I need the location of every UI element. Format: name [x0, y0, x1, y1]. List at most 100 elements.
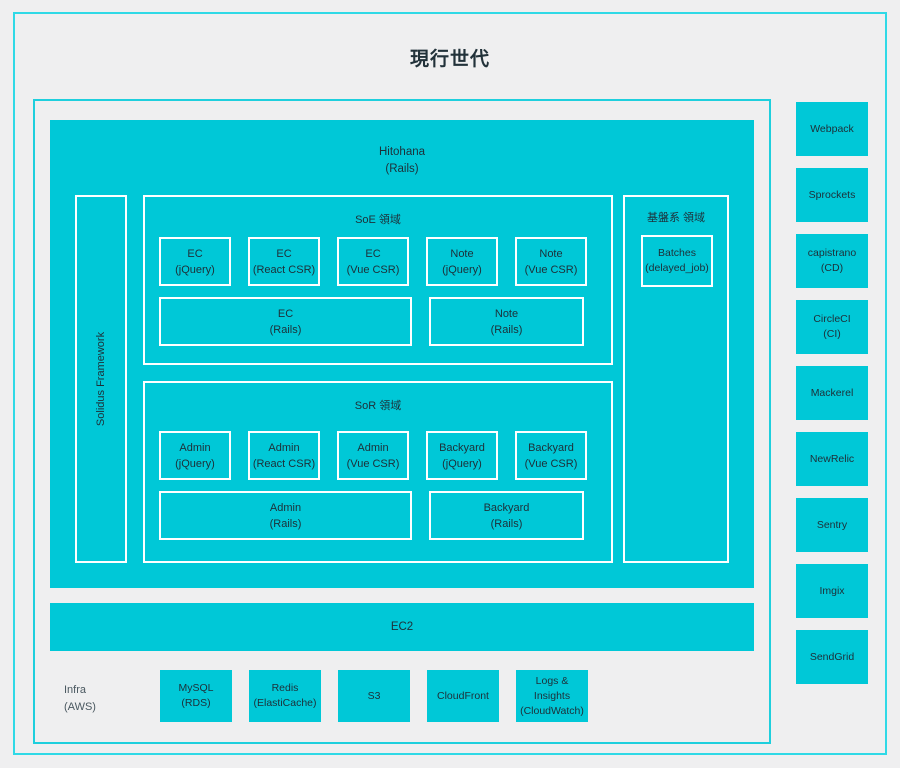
tile-label: S3 — [367, 689, 381, 702]
tile-label: Note — [494, 307, 519, 320]
infra-tiles: MySQL (RDS) Redis (ElastiCache) S3 Cloud… — [160, 670, 588, 722]
tile-label: capistrano — [807, 247, 857, 259]
tile-tech: (Rails) — [269, 517, 302, 530]
tile-ec-react-csr: EC (React CSR) — [248, 237, 320, 286]
infra-tile-mysql-rds: MySQL (RDS) — [160, 670, 232, 722]
tile-tech: Insights — [533, 689, 571, 702]
tile-label: CircleCI — [813, 313, 851, 325]
application-title: Hitohana (Rails) — [50, 144, 754, 178]
tile-ec-jquery: EC (jQuery) — [159, 237, 231, 286]
domain-soe-title: SoE 領域 — [355, 214, 401, 226]
tile-tech: (delayed_job) — [645, 262, 709, 274]
tile-label: Logs & — [535, 674, 569, 687]
tile-note-jquery: Note (jQuery) — [426, 237, 498, 286]
tool-tile-circleci: CircleCI (CI) — [796, 300, 868, 354]
tile-admin-rails: Admin (Rails) — [159, 491, 412, 540]
tile-label: Admin — [357, 441, 389, 454]
tile-tech: (CI) — [823, 328, 841, 340]
domain-sor-row-bottom: Admin (Rails) Backyard (Rails) — [159, 491, 601, 540]
outer-frame — [13, 12, 887, 755]
tile-label: Backyard — [439, 441, 485, 454]
tile-label: Backyard — [528, 441, 574, 454]
tile-admin-react-csr: Admin (React CSR) — [248, 431, 320, 480]
tile-label: Redis — [271, 682, 299, 694]
tile-tech: (Rails) — [490, 323, 523, 336]
tile-ec-rails: EC (Rails) — [159, 297, 412, 346]
tool-tile-capistrano: capistrano (CD) — [796, 234, 868, 288]
tile-label: Sprockets — [808, 188, 856, 201]
tile-label: EC — [365, 247, 381, 260]
tile-tech: (Vue CSR) — [524, 457, 578, 470]
tile-label: NewRelic — [809, 452, 855, 465]
infra-label-line2: (AWS) — [64, 701, 96, 713]
infra-tile-logs-insights-cloudwatch: Logs & Insights (CloudWatch) — [516, 670, 588, 722]
page-title: 現行世代 — [409, 49, 490, 70]
domain-sor-title: SoR 領域 — [354, 400, 402, 412]
solidus-framework-label: Solidus Framework — [95, 331, 107, 427]
tile-label: SendGrid — [809, 650, 855, 663]
tile-admin-vue-csr: Admin (Vue CSR) — [337, 431, 409, 480]
domain-sor-row-top: Admin (jQuery) Admin (React CSR) Admin (… — [159, 431, 601, 480]
tile-label: MySQL — [178, 682, 214, 694]
tile-note-rails: Note (Rails) — [429, 297, 584, 346]
tile-ec-vue-csr: EC (Vue CSR) — [337, 237, 409, 286]
tile-tech: (Rails) — [490, 517, 523, 530]
infra-label-line1: Infra — [64, 684, 87, 696]
tool-tile-newrelic: NewRelic — [796, 432, 868, 486]
tile-label: Webpack — [810, 122, 854, 135]
tile-tech2: (CloudWatch) — [520, 704, 584, 717]
tile-backyard-jquery: Backyard (jQuery) — [426, 431, 498, 480]
tool-tile-sendgrid: SendGrid — [796, 630, 868, 684]
tool-tile-mackerel: Mackerel — [796, 366, 868, 420]
domains-container: SoE 領域 EC (jQuery) EC (React CSR) EC (Vu… — [143, 195, 613, 563]
domain-soe-row-bottom: EC (Rails) Note (Rails) — [159, 297, 601, 346]
domain-platform: 基盤系 領域 Batches (delayed_job) — [623, 195, 729, 563]
tool-tile-imgix: Imgix — [796, 564, 868, 618]
domain-platform-title: 基盤系 領域 — [646, 212, 706, 224]
application-framework: (Rails) — [385, 163, 419, 175]
tile-label: EC — [277, 307, 294, 320]
tile-tech: (Vue CSR) — [524, 263, 578, 276]
tile-tech: (jQuery) — [442, 263, 482, 276]
tile-tech: (React CSR) — [252, 263, 316, 276]
solidus-framework-column: Solidus Framework — [75, 195, 127, 563]
tile-batches-delayed-job: Batches (delayed_job) — [641, 235, 713, 287]
infra-label: Infra (AWS) — [64, 682, 96, 716]
infra-tile-cloudfront: CloudFront — [427, 670, 499, 722]
application-name: Hitohana — [378, 146, 426, 158]
domain-sor: SoR 領域 Admin (jQuery) Admin (React CSR) … — [143, 381, 613, 563]
tool-tile-webpack: Webpack — [796, 102, 868, 156]
tile-tech: (jQuery) — [175, 457, 215, 470]
tile-label: Mackerel — [810, 386, 854, 399]
infra-row: Infra (AWS) MySQL (RDS) Redis (ElastiCac… — [50, 670, 754, 728]
tile-tech: (RDS) — [181, 697, 211, 709]
tile-note-vue-csr: Note (Vue CSR) — [515, 237, 587, 286]
tile-label: Admin — [268, 441, 300, 454]
domain-soe: SoE 領域 EC (jQuery) EC (React CSR) EC (Vu… — [143, 195, 613, 365]
tile-label: EC — [276, 247, 292, 260]
tools-sidebar: Webpack Sprockets capistrano (CD) Circle… — [796, 102, 868, 696]
tile-label: Sentry — [816, 518, 848, 531]
tile-backyard-vue-csr: Backyard (Vue CSR) — [515, 431, 587, 480]
tool-tile-sentry: Sentry — [796, 498, 868, 552]
tile-tech: (jQuery) — [442, 457, 482, 470]
application-block: Hitohana (Rails) Solidus Framework SoE 領… — [50, 120, 754, 588]
tile-tech: (ElastiCache) — [253, 697, 317, 709]
tile-label: CloudFront — [437, 689, 489, 702]
tile-tech: (jQuery) — [175, 263, 215, 276]
tile-label: Imgix — [819, 584, 845, 597]
domain-soe-row-top: EC (jQuery) EC (React CSR) EC (Vue CSR) … — [159, 237, 601, 286]
tile-label: Note — [450, 247, 474, 260]
tile-tech: (Rails) — [269, 323, 302, 336]
inner-frame — [33, 99, 771, 744]
tile-admin-jquery: Admin (jQuery) — [159, 431, 231, 480]
tile-tech: (Vue CSR) — [346, 457, 400, 470]
tile-tech: (CD) — [820, 262, 844, 274]
ec2-bar: EC2 — [50, 603, 754, 651]
tile-backyard-rails: Backyard (Rails) — [429, 491, 584, 540]
tile-label: Batches — [658, 247, 696, 259]
tile-label: Admin — [179, 441, 211, 454]
tool-tile-sprockets: Sprockets — [796, 168, 868, 222]
tile-label: EC — [187, 247, 203, 260]
tile-label: Backyard — [483, 501, 530, 514]
